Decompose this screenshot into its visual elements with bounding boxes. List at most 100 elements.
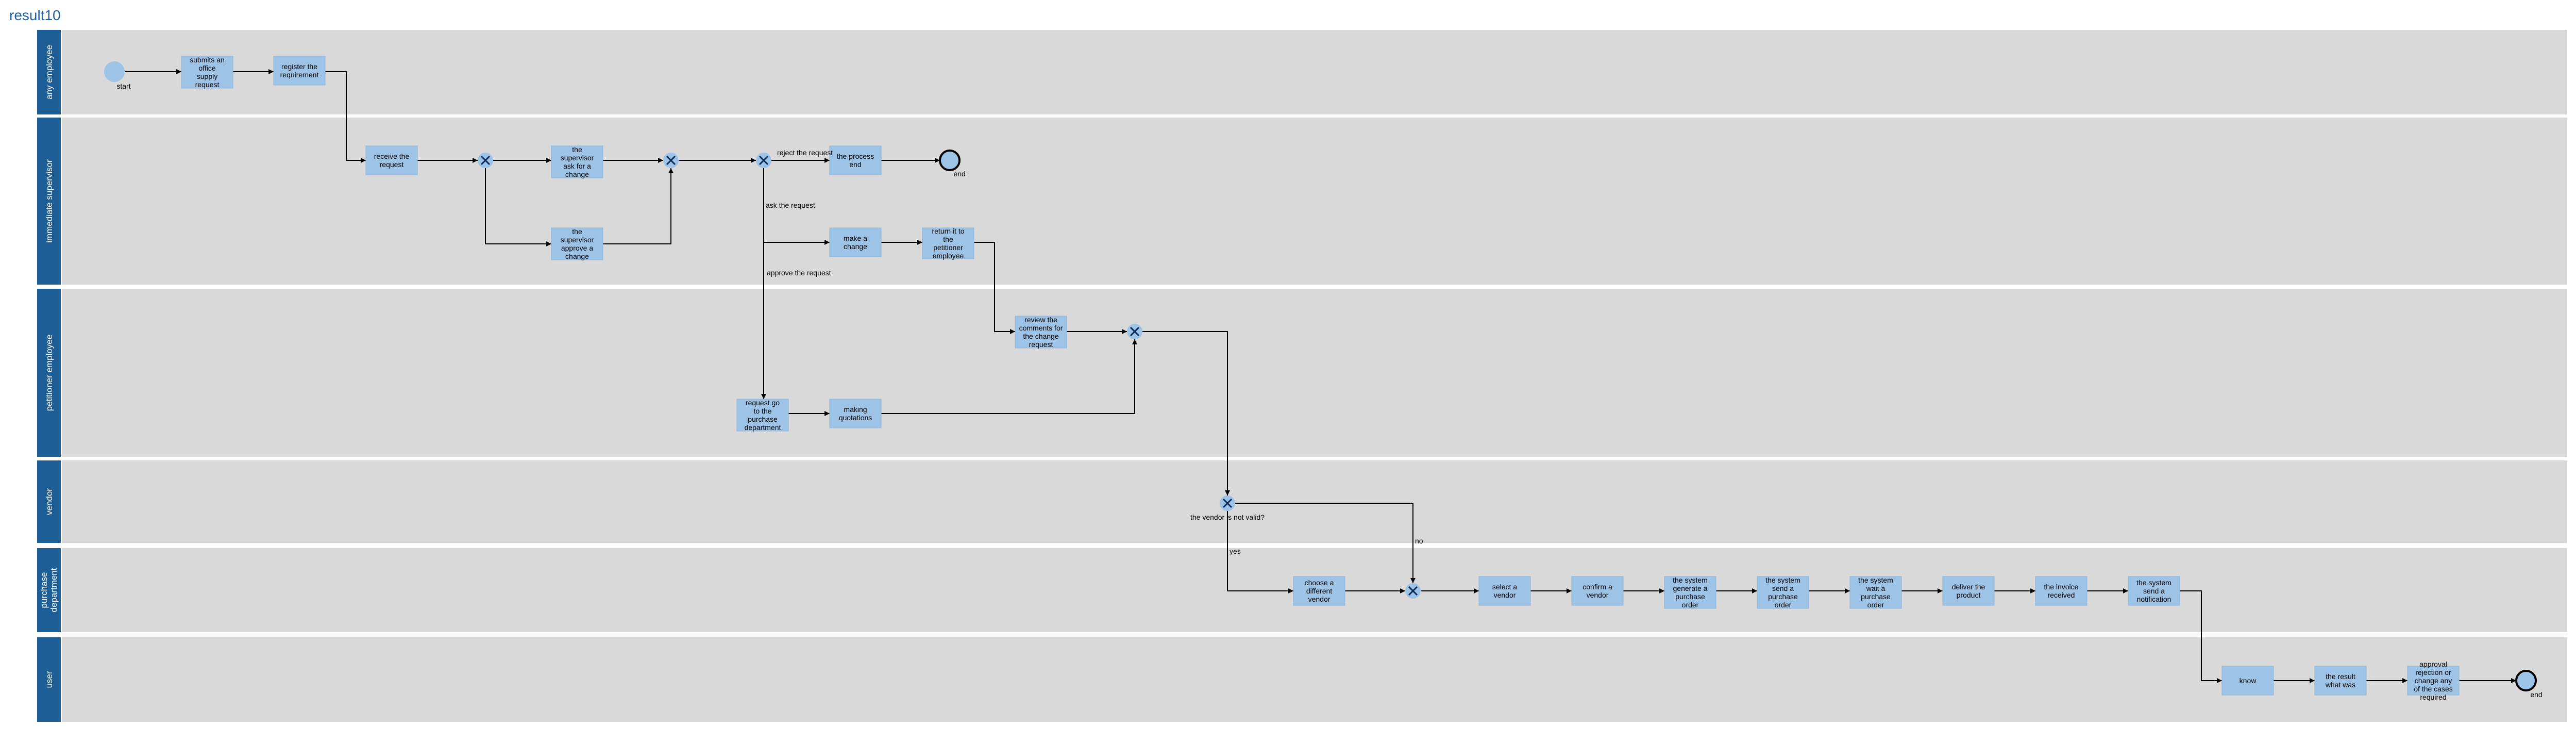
task-label: choose a <box>1305 579 1334 587</box>
task-label: quotations <box>839 414 872 422</box>
gateway-2[interactable] <box>663 153 679 168</box>
label-reject: reject the request <box>777 148 833 157</box>
end-event-2[interactable]: end <box>2515 670 2543 699</box>
task-label: order <box>1775 601 1792 609</box>
lane-label: vendor <box>44 488 54 515</box>
label-vendor-question: the vendor is not valid? <box>1190 513 1265 521</box>
task-know[interactable]: know <box>2221 666 2274 696</box>
task-label: supervisor <box>561 154 594 162</box>
x-mark <box>759 155 769 166</box>
gateway-6[interactable] <box>1405 583 1421 599</box>
task-label: send a <box>2143 587 2165 595</box>
task-label: the system <box>1673 576 1708 584</box>
task-box <box>273 56 326 86</box>
task-label: return it to <box>932 227 964 235</box>
lane-any: any employee <box>37 30 2567 114</box>
task-label: order <box>1867 601 1884 609</box>
x-mark <box>1408 586 1418 596</box>
task-label: request <box>380 160 404 169</box>
task-label: change <box>844 242 867 251</box>
task-label: supervisor <box>561 236 594 244</box>
task-label: rejection or <box>2415 668 2451 676</box>
task-box <box>181 56 233 89</box>
task-label: purchase <box>1675 592 1705 601</box>
gateway-5[interactable] <box>1220 496 1235 511</box>
sequence-flow <box>881 339 1137 414</box>
task-box <box>1293 576 1345 606</box>
task-label: office <box>198 64 215 72</box>
end-circle <box>939 150 961 171</box>
lane-label: petitioner employee <box>44 335 54 411</box>
task-box <box>2407 666 2460 696</box>
task-label: supply <box>197 72 217 80</box>
task-label: the system <box>1765 576 1800 584</box>
label-approve: approve the request <box>767 269 831 277</box>
task-label: review the <box>1024 316 1057 324</box>
task-label: end <box>849 160 861 169</box>
task-box <box>2035 576 2087 606</box>
task-label: change <box>565 252 589 260</box>
task-box <box>551 227 603 260</box>
lane-header <box>37 637 61 722</box>
task-label: submits an <box>190 56 225 64</box>
task-label: change <box>565 170 589 178</box>
task-box <box>922 227 974 259</box>
task-box <box>1757 576 1809 609</box>
gateway-3[interactable] <box>756 153 771 168</box>
end-event-1[interactable]: end <box>939 150 966 178</box>
start-label: start <box>116 82 130 90</box>
task-label: receive the <box>374 152 410 160</box>
lane-body <box>62 118 2567 285</box>
task-box <box>2221 666 2274 696</box>
task-label: order <box>1682 601 1699 609</box>
lane-ven: vendor <box>37 460 2567 543</box>
lane-label: purchasedepartment <box>39 568 59 612</box>
task-label: different <box>1306 587 1332 595</box>
task-label: of the cases <box>2414 685 2453 693</box>
task-label: received <box>2048 591 2075 599</box>
task-label: notification <box>2137 595 2171 603</box>
task-label: purchase <box>1768 592 1798 601</box>
sequence-flow <box>325 71 366 163</box>
task-label: the <box>572 145 582 154</box>
sequence-flow <box>1142 331 1230 496</box>
gateway-1[interactable] <box>478 153 493 168</box>
end-circle <box>2515 670 2537 691</box>
lane-label: user <box>44 671 54 688</box>
gateway-4[interactable] <box>1127 324 1142 339</box>
task-label: the <box>572 227 582 236</box>
task-label: ask for a <box>563 162 591 170</box>
task-label: change any <box>2415 676 2452 685</box>
task-box <box>829 145 882 175</box>
start-event[interactable]: start <box>104 61 131 90</box>
task-label: send a <box>1772 584 1794 592</box>
task-label: the system <box>2136 579 2171 587</box>
lane-body <box>62 30 2567 114</box>
lane-usr: user <box>37 637 2567 722</box>
task-box <box>1015 316 1067 349</box>
task-box <box>736 399 789 432</box>
